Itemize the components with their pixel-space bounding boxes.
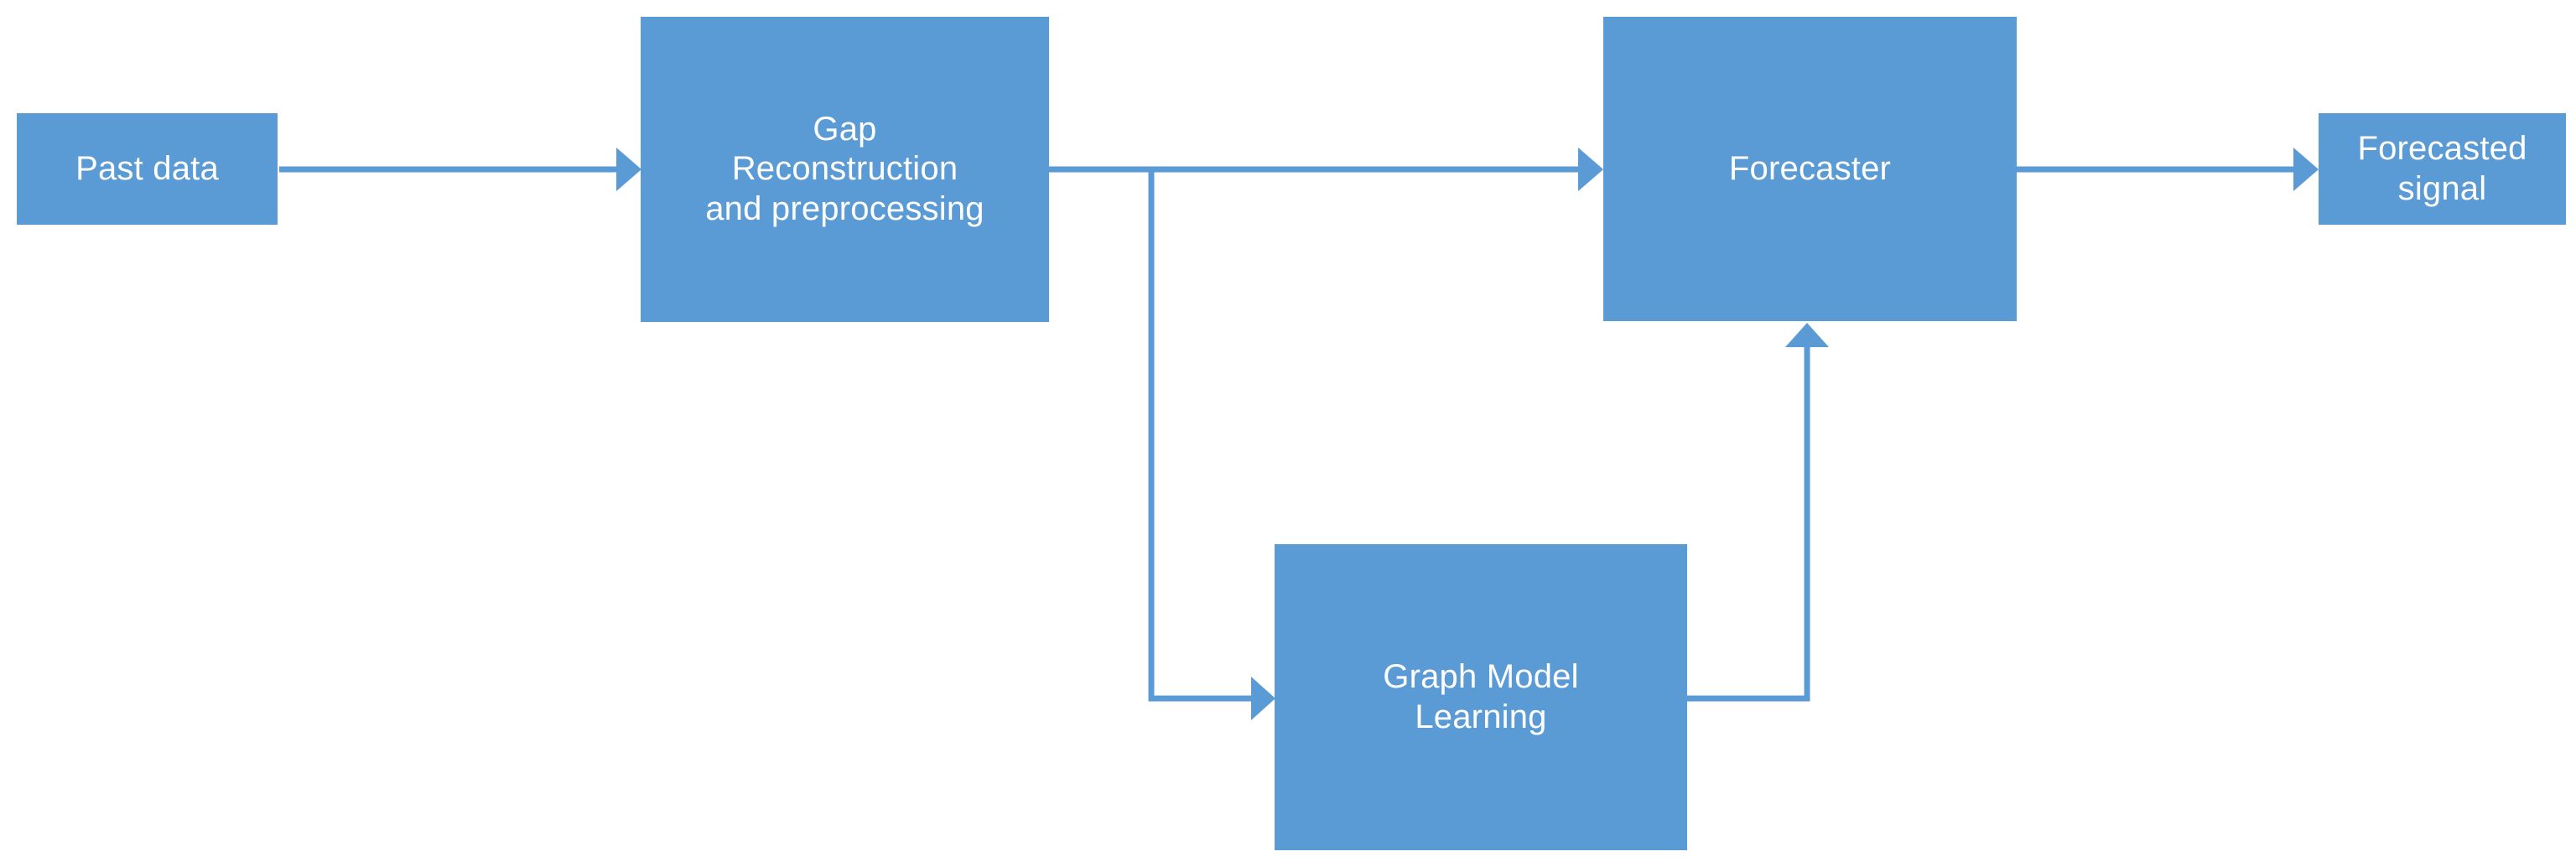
arrowhead-icon xyxy=(1785,323,1829,347)
connector-elbow-line xyxy=(1148,169,1251,702)
node-graph-model-learning[interactable]: Graph Model Learning xyxy=(1275,544,1687,850)
connector-elbow-line xyxy=(1687,347,1810,702)
connector-graph-model-learning-to-forecaster xyxy=(1687,323,1829,702)
connector-past-data-to-gap-reconstruction xyxy=(279,148,641,191)
node-gap-reconstruction[interactable]: Gap Reconstruction and preprocessing xyxy=(641,17,1049,322)
node-forecaster[interactable]: Forecaster xyxy=(1603,17,2017,321)
arrowhead-icon xyxy=(1251,677,1275,720)
arrowhead-icon xyxy=(616,148,641,191)
connector-gap-reconstruction-to-forecaster xyxy=(1049,148,1603,191)
connector-gap-reconstruction-to-graph-model-learning xyxy=(1148,169,1275,720)
arrowhead-icon xyxy=(2293,148,2319,191)
node-past-data[interactable]: Past data xyxy=(17,113,278,225)
node-forecasted-signal[interactable]: Forecasted signal xyxy=(2319,113,2566,225)
arrowhead-icon xyxy=(1578,148,1603,191)
connector-forecaster-to-forecasted-signal xyxy=(2017,148,2319,191)
